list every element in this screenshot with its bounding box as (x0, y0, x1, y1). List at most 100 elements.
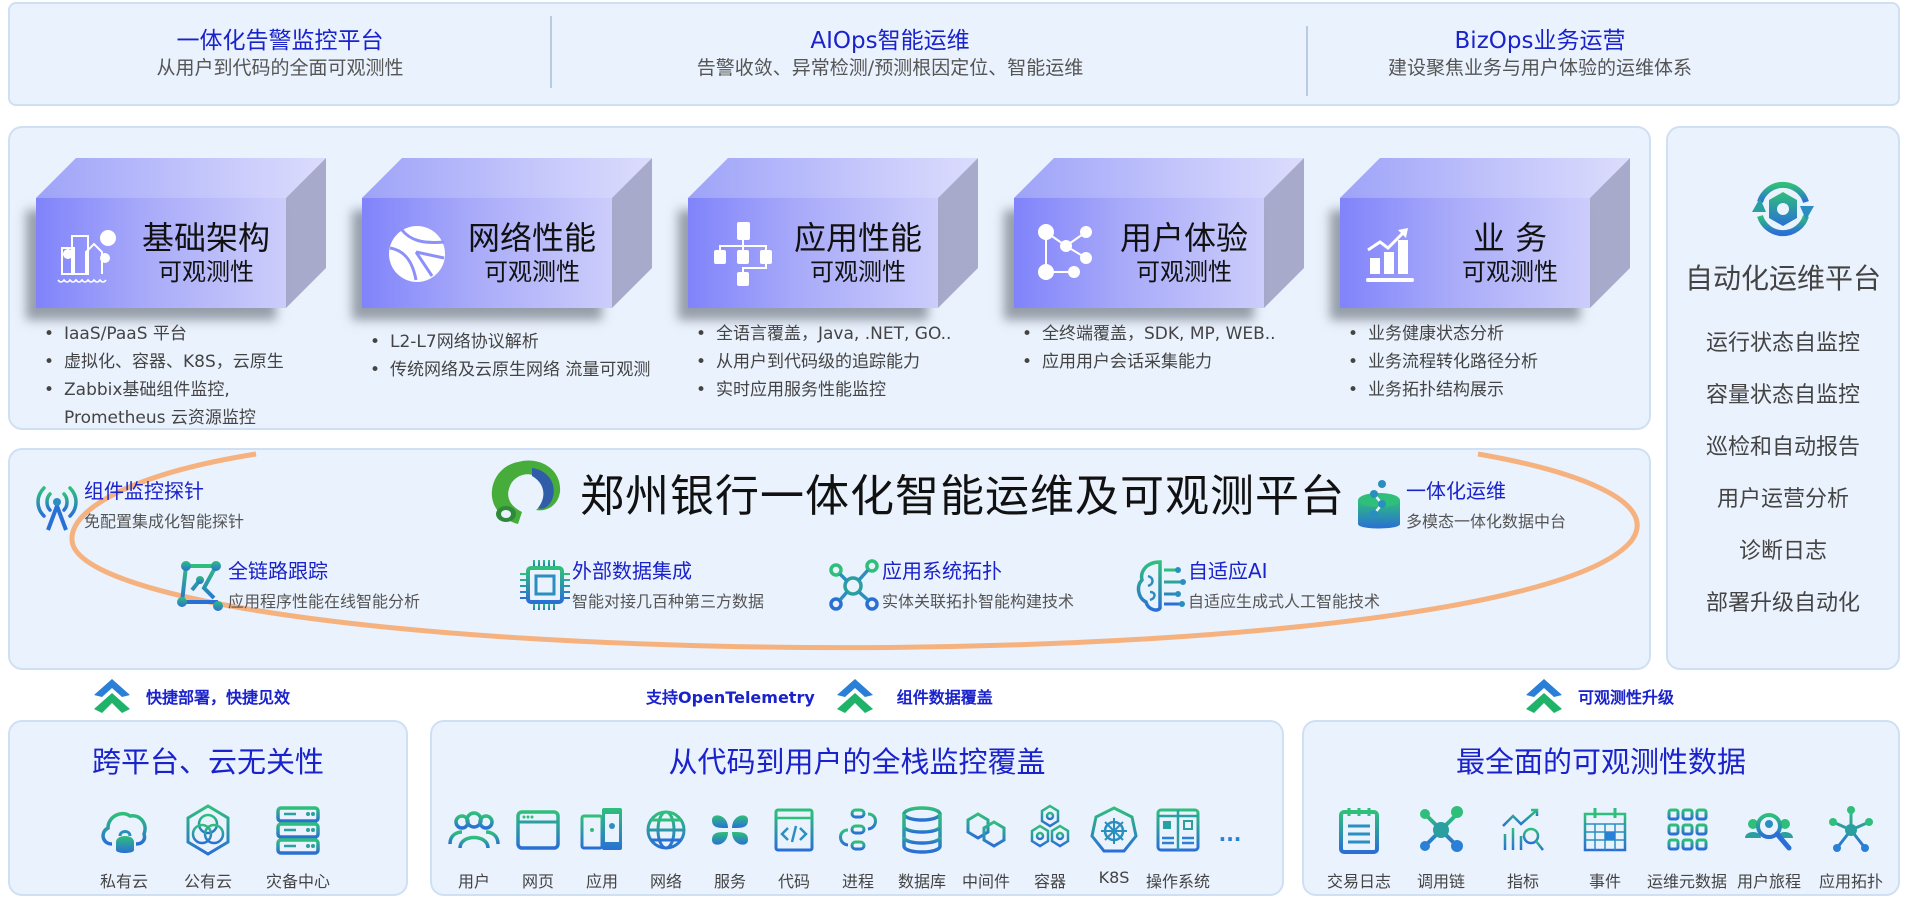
obs-box-title: 应用性能 (793, 219, 922, 257)
metrics-icon (1502, 808, 1544, 851)
icon-label: 调用链 (1416, 872, 1465, 891)
more-indicator: ... (1210, 804, 1250, 892)
bullet: 实时应用服务性能监控 (694, 376, 988, 404)
orbit-ellipse (69, 451, 1640, 651)
arrow-label: 快捷部署，快捷见效 (146, 688, 291, 707)
icon-label: 指标 (1506, 872, 1539, 891)
calendar-event-icon (1583, 808, 1627, 852)
icon-label: 网页 (521, 872, 554, 891)
feature-title: 外部数据集成 (572, 559, 692, 583)
obs-box-subtitle: 可观测性 (484, 258, 580, 286)
icon-cell-app-topology: 应用拓扑 (1810, 804, 1892, 892)
feature-title: 自适应AI (1188, 559, 1268, 583)
browser-icon (516, 810, 560, 850)
bullet: 应用用户会话采集能力 (1020, 348, 1314, 376)
banner-title: AIOps智能运维 (810, 28, 970, 54)
private-cloud-icon (101, 811, 147, 853)
automation-item: 容量状态自监控 (1705, 383, 1860, 408)
public-cloud-icon (186, 804, 230, 856)
automation-item: 用户运营分析 (1716, 487, 1849, 512)
icon-cell-mobile-app: 应用 (570, 804, 634, 892)
feature-title: 组件监控探针 (84, 479, 204, 503)
obs-box-subtitle: 可观测性 (1136, 258, 1232, 286)
icon-label: 中间件 (961, 872, 1010, 891)
icon-label: 容器 (1033, 872, 1066, 891)
auto-ops-cycle-icon (1752, 181, 1814, 237)
bottom-panel-title: 跨平台、云无关性 (91, 745, 324, 779)
obs-bullets: IaaS/PaaS 平台 虚拟化、容器、K8S，云原生 Zabbix基础组件监控… (36, 320, 336, 432)
icon-label: 网络 (649, 872, 682, 891)
icon-cell-k8s: K8S (1082, 804, 1146, 892)
zhengzhou-bank-logo (491, 460, 561, 524)
middleware-icon (966, 812, 1006, 848)
feature-tracing: 全链路跟踪 应用程序性能在线智能分析 (174, 558, 420, 614)
automation-item: 运行状态自监控 (1705, 331, 1860, 356)
double-chevron-up-icon (94, 679, 130, 713)
obs-block-application: 应用性能 可观测性 全语言覆盖，Java, .NET, GO.. 从用户到代码级… (688, 158, 988, 404)
bullet: 业务流程转化路径分析 (1346, 348, 1640, 376)
database-icon (902, 806, 942, 854)
globe-network-icon (389, 226, 445, 282)
obs-box-title: 网络性能 (467, 219, 596, 257)
container-icon (1030, 804, 1070, 848)
icon-cell-users: 用户 (442, 804, 506, 892)
users-icon (448, 811, 500, 849)
chip-icon (520, 560, 570, 610)
obs-box: 应用性能 可观测性 (688, 158, 978, 308)
trace-chain-icon (177, 561, 223, 611)
feature-title: 一体化运维 (1406, 479, 1506, 503)
icon-label: 灾备中心 (266, 872, 331, 891)
obs-bullets: 全终端覆盖，SDK, MP, WEB.. 应用用户会话采集能力 (1014, 320, 1314, 376)
icon-cell-dr-center: 灾备中心 (266, 804, 330, 892)
bullet: Zabbix基础组件监控, Prometheus 云资源监控 (42, 376, 336, 432)
arrow-label: 支持OpenTelemetry (646, 688, 815, 707)
icon-label: 操作系统 (1146, 872, 1211, 891)
arrow-label: 可观测性升级 (1578, 688, 1675, 707)
bottom-panel-title: 最全面的可观测性数据 (1455, 745, 1746, 779)
icon-cell-process: 进程 (826, 804, 890, 892)
icon-cell-code: 代码 (762, 804, 826, 892)
obs-box-subtitle: 可观测性 (158, 258, 254, 286)
icon-cell-middleware: 中间件 (954, 804, 1018, 892)
icon-cell-user-journey: 用户旅程 (1728, 804, 1810, 892)
kubernetes-icon (1090, 806, 1138, 853)
automation-item: 诊断日志 (1738, 539, 1827, 564)
arrow-label: 组件数据覆盖 (896, 688, 993, 707)
automation-item: 部署升级自动化 (1705, 591, 1860, 616)
icon-cell-service: 服务 (698, 804, 762, 892)
icon-label: 交易日志 (1326, 872, 1391, 891)
icon-label: 用户 (457, 872, 490, 891)
topology-icon (829, 559, 879, 611)
feature-probe: 组件监控探针 免配置集成化智能探针 (30, 478, 244, 534)
server-rack-icon (276, 806, 320, 855)
antenna-probe-icon (36, 486, 78, 531)
icon-label: 私有云 (99, 872, 148, 891)
icon-label: 用户旅程 (1736, 872, 1801, 891)
obs-block-user-experience: 用户体验 可观测性 全终端覆盖，SDK, MP, WEB.. 应用用户会话采集能… (1014, 158, 1314, 376)
icon-row: 私有云 公有云 灾备中心 (10, 804, 406, 892)
icon-cell-public-cloud: 公有云 (182, 804, 234, 892)
icon-cell-browser: 网页 (506, 804, 570, 892)
feature-external-data: 外部数据集成 智能对接几百种第三方数据 (518, 558, 764, 614)
icon-cell-private-cloud: 私有云 (98, 804, 150, 892)
obs-box-subtitle: 可观测性 (810, 258, 906, 286)
database-ops-icon (1358, 480, 1400, 529)
bullet: 业务健康状态分析 (1346, 320, 1640, 348)
feature-desc: 免配置集成化智能探针 (84, 512, 245, 531)
banner-col-bizops: BizOps业务运营 建设聚焦业务与用户体验的运维体系 (1340, 26, 1740, 80)
obs-box: 网络性能 可观测性 (362, 158, 652, 308)
core-platform-panel: 郑州银行一体化智能运维及可观测平台 组件监控探针 免配置集成化智能探针 一体化运… (8, 448, 1651, 670)
icon-cell-container: 容器 (1018, 804, 1082, 892)
banner-subtitle: 建设聚焦业务与用户体验的运维体系 (1387, 57, 1692, 79)
more-ellipsis: ... (1218, 822, 1242, 846)
double-chevron-up-icon (836, 679, 873, 713)
arrow-observability-upgrade: 可观测性升级 (1524, 676, 1674, 716)
ai-brain-icon (1136, 560, 1186, 612)
bullet: L2-L7网络协议解析 (368, 328, 662, 356)
bottom-panel-full-stack: 从代码到用户的全栈监控覆盖 用户 网页 (430, 720, 1284, 896)
bullet: 业务拓扑结构展示 (1346, 376, 1640, 404)
banner-subtitle: 告警收敛、异常检测/预测根因定位、智能运维 (696, 57, 1084, 79)
log-icon (1339, 808, 1379, 854)
icon-row: 交易日志 调用链 指标 (1304, 804, 1898, 892)
bullet: 从用户到代码级的追踪能力 (694, 348, 988, 376)
